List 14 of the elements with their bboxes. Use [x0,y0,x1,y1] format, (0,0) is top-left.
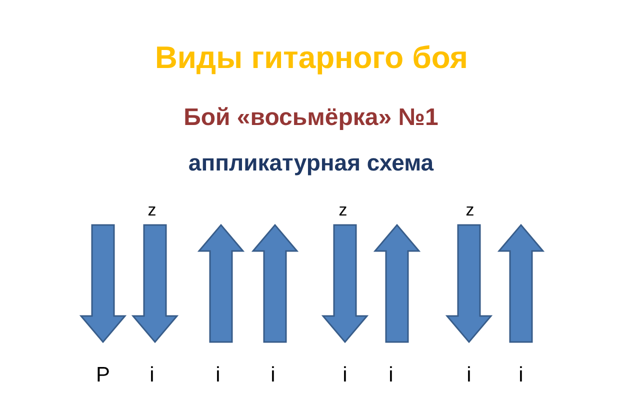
finger-label: i [150,364,154,386]
finger-label: i [388,364,394,386]
strum-mark: z [338,202,348,218]
finger-label: P [96,364,110,386]
subtitle: Бой «восьмёрка» №1 [184,106,438,130]
finger-label: i [518,364,524,386]
finger-label: i [466,364,472,386]
strum-mark: z [148,202,156,218]
finger-label: i [270,364,276,386]
title: Виды гитарного боя [154,42,469,73]
strum-mark: z [466,202,474,218]
subtitle: аппликатурная схема [188,152,434,174]
finger-label: i [216,364,220,386]
finger-label: i [342,364,348,386]
